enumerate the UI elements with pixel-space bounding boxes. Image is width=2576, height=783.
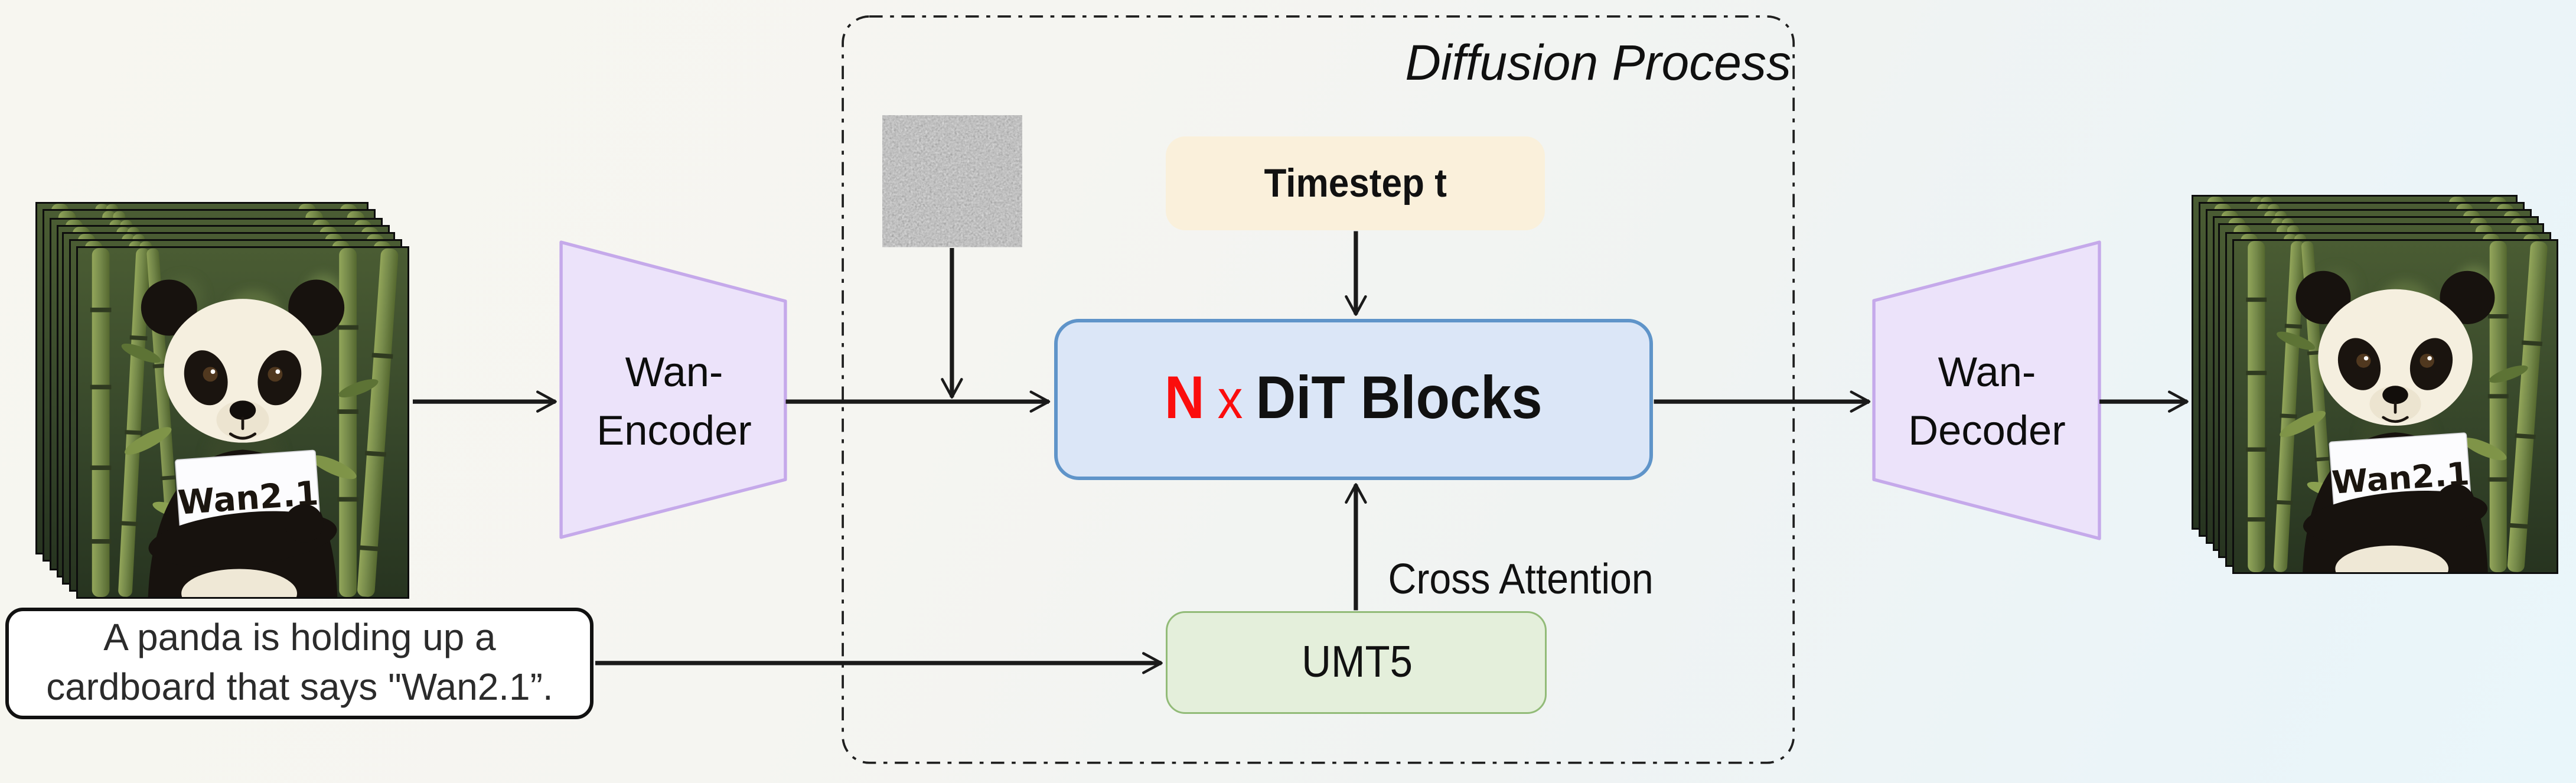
timestep-box: Timestep t: [1166, 136, 1545, 230]
dit-times-symbol: x: [1217, 368, 1243, 430]
video-frame: [2232, 239, 2558, 574]
umt5-label: UMT5: [1300, 637, 1412, 687]
umt5-box: UMT5: [1166, 611, 1547, 715]
dit-blocks-label: DiT Blocks: [1255, 364, 1542, 432]
prompt-line-2: cardboard that says "Wan2.1”.: [46, 666, 553, 709]
prompt-line-1: A panda is holding up a: [103, 616, 496, 660]
video-frame: [76, 246, 409, 599]
diffusion-process-boundary: [842, 15, 1795, 764]
wan-decoder-shape: [1872, 240, 2101, 540]
wan-encoder-label: Wan- Encoder: [596, 349, 752, 453]
timestep-label: Timestep t: [1264, 160, 1447, 205]
wan-decoder-label: Wan- Decoder: [1908, 349, 2066, 453]
noise-image: [882, 115, 1023, 248]
wan-encoder-shape: [559, 240, 787, 539]
dit-n-count: N: [1164, 364, 1204, 432]
prompt-text-box: A panda is holding up a cardboard that s…: [5, 607, 594, 719]
cross-attention-label: Cross Attention: [1388, 556, 1654, 604]
diffusion-process-label: Diffusion Process: [1405, 35, 1791, 90]
